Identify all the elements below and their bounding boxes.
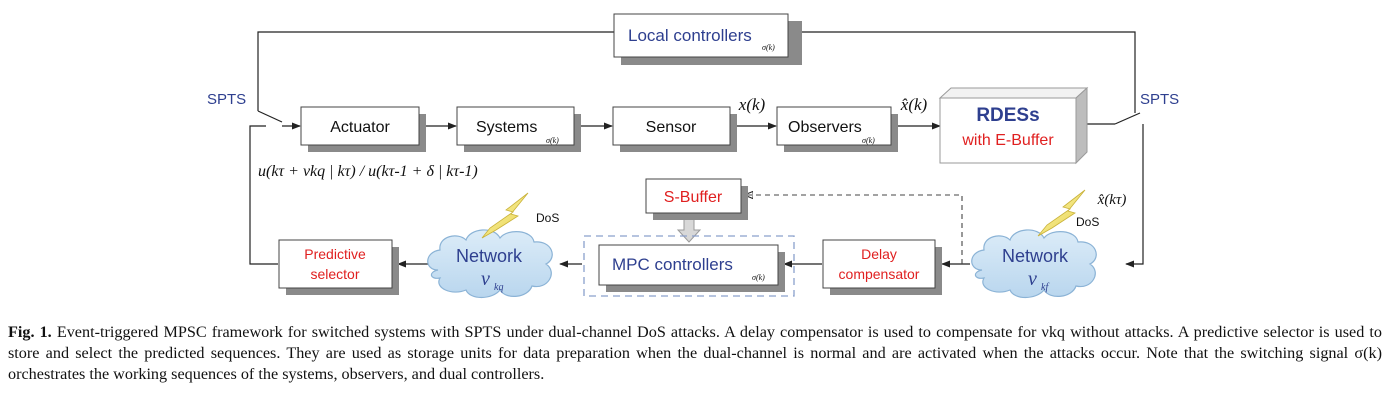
- spts-left-switch: [257, 110, 283, 123]
- spts-left-label: SPTS: [207, 91, 246, 108]
- network-right-label: Network: [1002, 246, 1069, 266]
- local-controllers-label: Local controllers: [628, 26, 752, 45]
- rdess-block: RDESs with E-Buffer: [938, 86, 1089, 165]
- rdess-sub: with E-Buffer: [961, 132, 1054, 149]
- dashed-wire-sbuffer: [745, 195, 963, 264]
- mpc-label: MPC controllers: [612, 255, 733, 274]
- delay-line2: compensator: [839, 266, 920, 282]
- observers-label: Observers: [788, 119, 862, 136]
- lightning-left-icon: [481, 192, 529, 239]
- estimate-tau-label: x̂(kτ): [1097, 192, 1127, 208]
- local-controllers-sub: σ(k): [762, 43, 775, 52]
- s-buffer-block: S-Buffer: [645, 178, 748, 220]
- dos-right-label: DoS: [1076, 215, 1099, 229]
- dos-left-label: DoS: [536, 211, 559, 225]
- network-left-sub: kq: [494, 282, 503, 293]
- systems-sub: σ(k): [546, 136, 559, 145]
- feedback-wire-right: [787, 28, 1136, 113]
- lightning-right-icon: [1037, 189, 1086, 237]
- predictive-line1: Predictive: [304, 246, 366, 262]
- sensor-block: Sensor: [612, 106, 737, 152]
- state-signal-label: x(k): [738, 95, 766, 114]
- control-signal-label: u(kτ + νkq | kτ) / u(kτ-1 + δ | kτ-1): [258, 163, 478, 180]
- mpc-sub: σ(k): [752, 273, 765, 282]
- actuator-block: Actuator: [300, 106, 426, 152]
- observers-block: Observers σ(k): [776, 106, 898, 152]
- delay-line1: Delay: [861, 246, 897, 262]
- observers-sub: σ(k): [862, 136, 875, 145]
- systems-block: Systems σ(k): [456, 106, 581, 152]
- figure-caption: Fig. 1. Event-triggered MPSC framework f…: [8, 322, 1382, 385]
- delay-compensator-block: Delay compensator: [822, 239, 942, 295]
- estimate-signal-label: x̂(k): [900, 95, 928, 114]
- actuator-label: Actuator: [330, 119, 390, 136]
- network-left-cloud: Network ν kq: [427, 229, 553, 299]
- network-right-sub: kf: [1041, 282, 1049, 293]
- predictive-line2: selector: [310, 266, 359, 282]
- network-left-symbol: ν: [481, 268, 490, 290]
- wire-selector-up: [249, 125, 278, 265]
- predictive-selector-block: Predictive selector: [278, 239, 399, 295]
- sensor-label: Sensor: [646, 119, 697, 136]
- mpc-controllers-block: MPC controllers σ(k): [583, 235, 795, 297]
- spts-right-label: SPTS: [1140, 91, 1179, 108]
- s-buffer-label: S-Buffer: [664, 189, 723, 206]
- feedback-wire-left: [257, 31, 615, 111]
- wire-switch-down: [1125, 124, 1144, 268]
- network-right-cloud: Network ν kf: [971, 229, 1097, 299]
- spts-right-switch: [1114, 112, 1141, 125]
- caption-label: Fig. 1.: [8, 323, 52, 341]
- network-right-symbol: ν: [1028, 268, 1037, 290]
- local-controllers-block: Local controllers σ(k): [613, 13, 802, 65]
- systems-label: Systems: [476, 119, 537, 136]
- rdess-title: RDESs: [976, 105, 1039, 126]
- caption-text: Event-triggered MPSC framework for switc…: [8, 323, 1382, 383]
- network-left-label: Network: [456, 246, 523, 266]
